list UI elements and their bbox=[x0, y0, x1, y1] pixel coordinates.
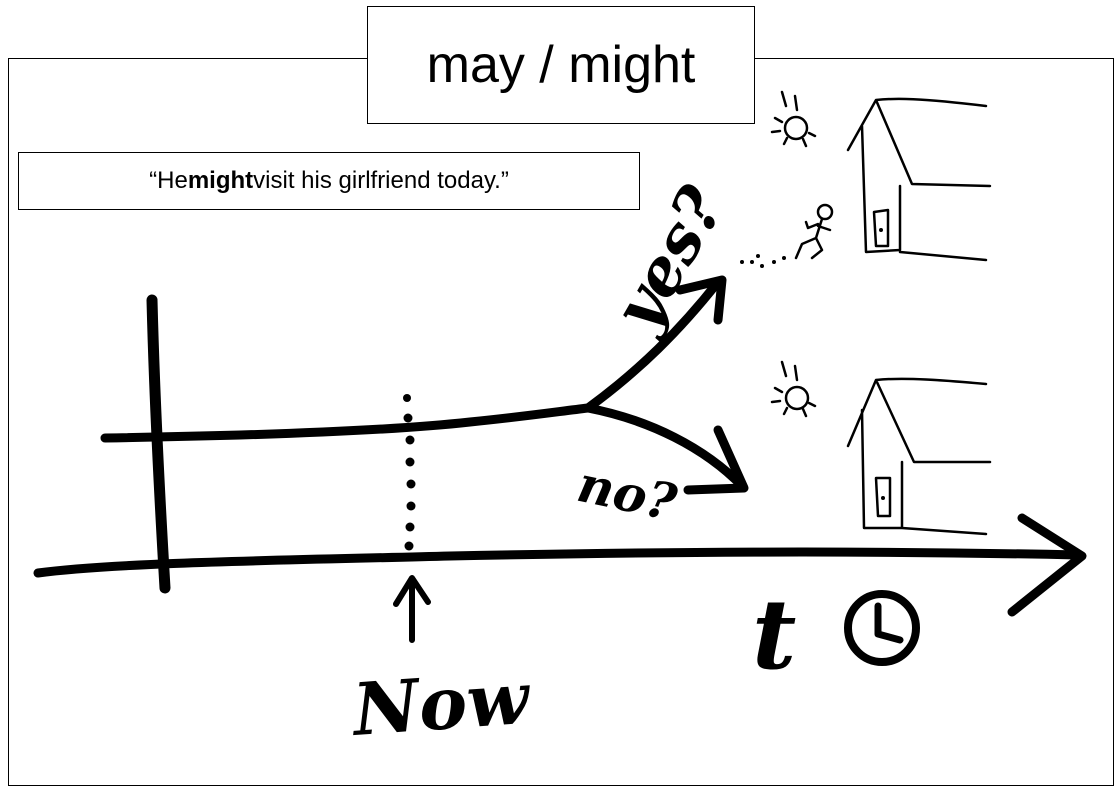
sun-icon bbox=[770, 90, 817, 148]
no-branch bbox=[583, 403, 747, 491]
example-sentence-box: “He might visit his girlfriend today.” bbox=[18, 152, 640, 210]
page-title: may / might bbox=[426, 36, 696, 94]
now-arrow bbox=[393, 575, 431, 643]
clock-icon bbox=[844, 590, 920, 666]
time-axis bbox=[33, 547, 1083, 578]
example-text-before: He bbox=[157, 167, 188, 194]
house-icon bbox=[846, 97, 992, 262]
yes-arrowhead bbox=[675, 275, 727, 325]
time-label: t bbox=[752, 578, 796, 691]
example-text-after: visit his girlfriend today. bbox=[253, 167, 501, 194]
sun-icon-bottom bbox=[770, 360, 817, 418]
example-close-quote: ” bbox=[500, 167, 509, 194]
no-arrowhead bbox=[683, 425, 749, 495]
title-box: may / might bbox=[367, 6, 755, 124]
event-line bbox=[100, 403, 593, 443]
time-axis-arrowhead bbox=[1007, 513, 1087, 617]
yes-branch bbox=[583, 277, 723, 413]
now-dotted-line bbox=[403, 394, 416, 551]
now-label: Now bbox=[348, 655, 534, 752]
person-icon bbox=[740, 203, 834, 268]
no-label: no? bbox=[573, 454, 683, 532]
house-icon-bottom bbox=[846, 377, 992, 536]
example-modal-verb: might bbox=[187, 167, 254, 194]
vertical-axis bbox=[146, 294, 171, 594]
example-open-quote: “ bbox=[149, 167, 158, 194]
